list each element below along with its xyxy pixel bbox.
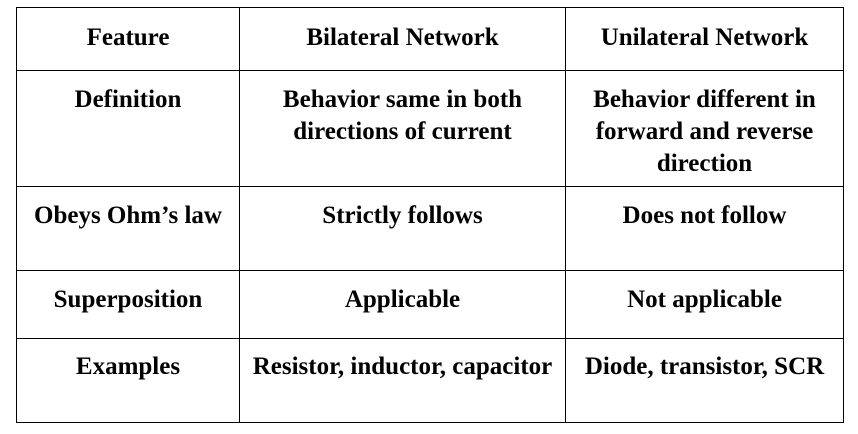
table-row: Examples Resistor, inductor, capacitor D… [16,338,844,423]
cell-bilateral-definition: Behavior same in both directions of curr… [239,70,566,187]
cell-unilateral-ohms-law: Does not follow [565,186,844,271]
table-row: Definition Behavior same in both directi… [16,70,844,187]
cell-unilateral-examples: Diode, transistor, SCR [565,338,844,423]
row-label-ohms-law: Obeys Ohm’s law [16,186,240,271]
comparison-table: Feature Bilateral Network Unilateral Net… [16,7,844,423]
header-bilateral-network: Bilateral Network [239,7,566,71]
cell-bilateral-ohms-law: Strictly follows [239,186,566,271]
row-label-examples: Examples [16,338,240,423]
table-header-row: Feature Bilateral Network Unilateral Net… [16,7,844,71]
table-row: Superposition Applicable Not applicable [16,270,844,339]
cell-unilateral-definition: Behavior different in forward and revers… [565,70,844,187]
cell-bilateral-examples: Resistor, inductor, capacitor [239,338,566,423]
header-feature: Feature [16,7,240,71]
row-label-definition: Definition [16,70,240,187]
cell-unilateral-superposition: Not applicable [565,270,844,339]
header-unilateral-network: Unilateral Network [565,7,844,71]
table-row: Obeys Ohm’s law Strictly follows Does no… [16,186,844,271]
row-label-superposition: Superposition [16,270,240,339]
cell-bilateral-superposition: Applicable [239,270,566,339]
comparison-table-container: Feature Bilateral Network Unilateral Net… [16,7,844,423]
